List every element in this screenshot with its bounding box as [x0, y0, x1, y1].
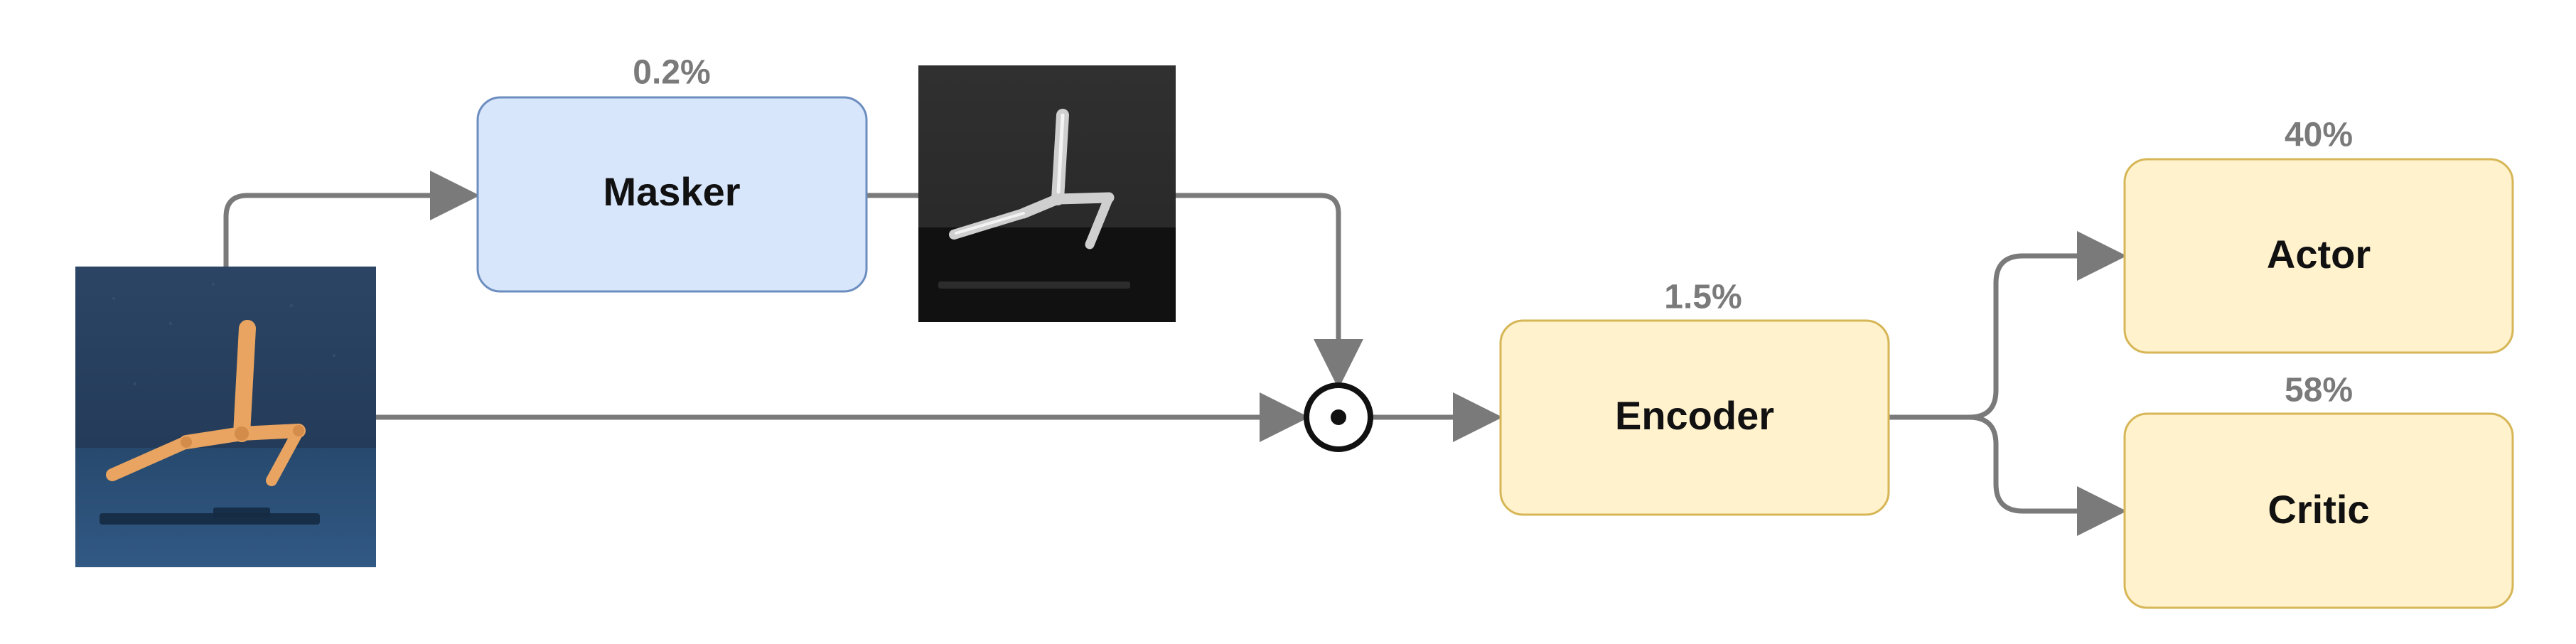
masker-label: Masker — [603, 169, 740, 214]
observation-image — [75, 267, 376, 567]
elementwise-product-operator — [1304, 382, 1373, 452]
encoder-box — [1499, 319, 1890, 516]
masker-share: 0.2% — [633, 54, 710, 92]
masker-box — [476, 96, 868, 293]
encoder-to-actor-arrow — [1889, 231, 2127, 420]
encoder-block: Encoder 1.5% — [1499, 279, 1890, 516]
mask-to-product-arrow — [1176, 193, 1363, 389]
observation-to-masker-arrow — [223, 171, 480, 267]
encoder-label: Encoder — [1615, 393, 1774, 438]
mask-image — [918, 65, 1176, 322]
critic-box — [2123, 412, 2514, 609]
masker-block: Masker 0.2% — [476, 54, 868, 293]
critic-label: Critic — [2268, 487, 2369, 532]
encoder-to-critic-arrow — [1968, 414, 2127, 536]
actor-label: Actor — [2267, 232, 2371, 277]
actor-share: 40% — [2285, 117, 2353, 154]
connectors — [223, 171, 2127, 536]
critic-share: 58% — [2285, 372, 2353, 409]
actor-box — [2123, 158, 2514, 354]
critic-block: Critic 58% — [2123, 372, 2514, 609]
encoder-share: 1.5% — [1664, 279, 1742, 316]
actor-block: Actor 40% — [2123, 117, 2514, 354]
